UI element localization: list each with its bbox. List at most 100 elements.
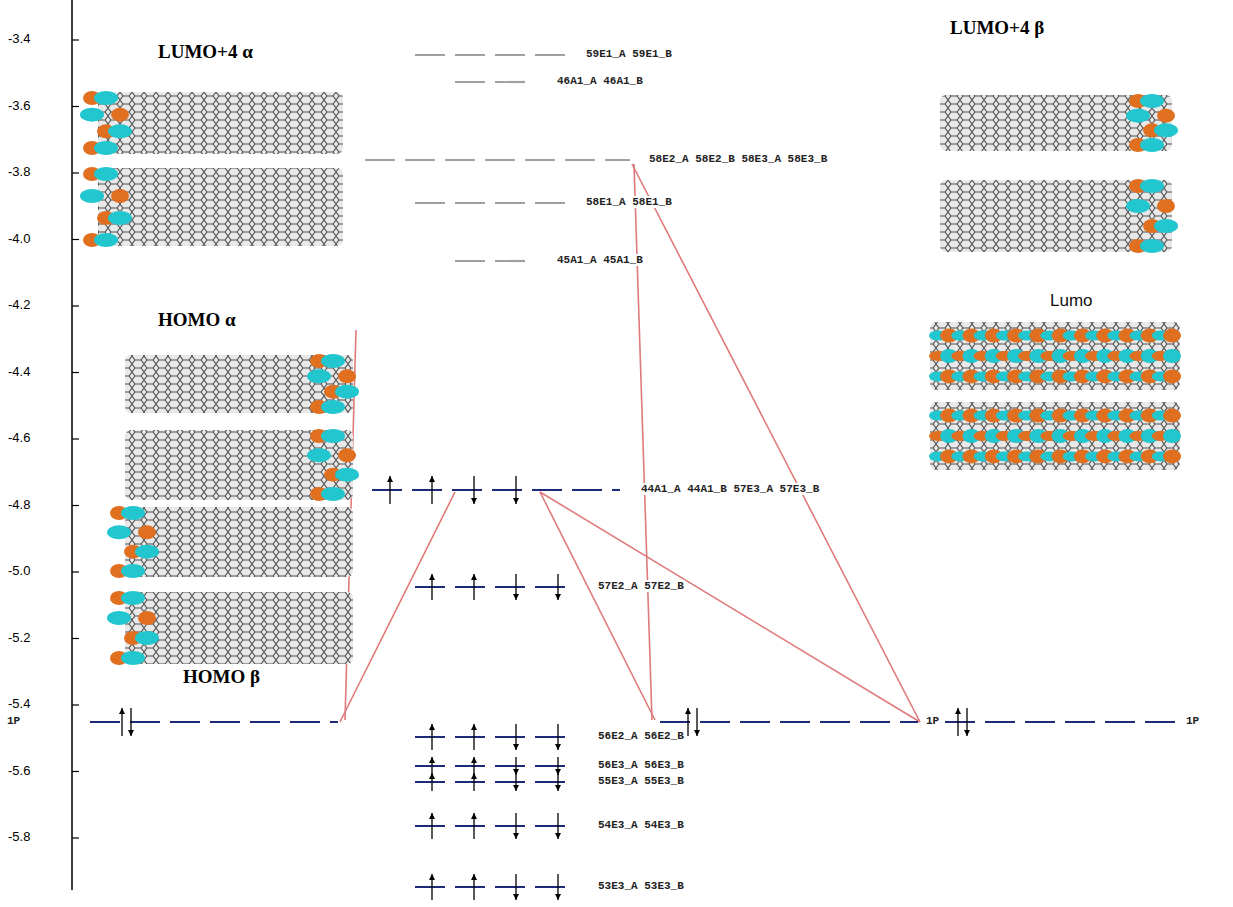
orbital-lobe — [1157, 199, 1175, 213]
axis-ticks — [72, 40, 79, 838]
orbital-lobe — [1157, 109, 1175, 123]
energy-level — [415, 586, 575, 588]
orbital-label: HOMO α — [158, 310, 236, 331]
arrow-head — [555, 833, 561, 839]
nanotube — [940, 95, 1172, 151]
energy-level — [365, 159, 630, 161]
orbital-pictures — [80, 91, 1181, 665]
arrow-head — [694, 730, 700, 736]
axis-tick-label: -5.0 — [8, 564, 30, 578]
arrow-head — [429, 813, 435, 819]
axis-tick-label: -3.6 — [8, 99, 30, 113]
orbital-lobe — [138, 611, 156, 625]
orbital-lobe — [121, 564, 145, 578]
orbital-label: LUMO+4 α — [158, 42, 253, 63]
arrow-head — [128, 730, 134, 736]
level-label: 58E2_A 58E2_B 58E3_A 58E3_B — [648, 153, 828, 165]
orbital-lobe — [1163, 349, 1181, 363]
arrow-head — [429, 773, 435, 779]
level-label: 54E3_A 54E3_B — [597, 819, 685, 831]
level-label: 1P — [1185, 715, 1200, 727]
orbital-lobe — [1140, 138, 1164, 152]
nanotube — [125, 507, 353, 577]
level-label: 45A1_A 45A1_B — [556, 254, 644, 266]
orbital-lobe — [321, 487, 345, 501]
orbital-lobe — [121, 591, 145, 605]
arrow-head — [955, 708, 961, 714]
orbital-lobe — [94, 141, 118, 155]
axis-tick-label: -5.6 — [8, 764, 30, 778]
energy-level — [415, 202, 570, 204]
orbital-lobe — [94, 233, 118, 247]
orbital-label: LUMO+4 β — [950, 18, 1044, 39]
tick-mark — [72, 704, 79, 705]
level-label: 1P — [925, 715, 940, 727]
axis-tick-label: -4.0 — [8, 232, 30, 246]
axis-tick-label: -4.6 — [8, 431, 30, 445]
arrow-head — [429, 574, 435, 580]
orbital-lobe — [1140, 94, 1164, 108]
orbital-label: Lumo — [1050, 292, 1093, 311]
axis-tick-label: -3.4 — [8, 32, 30, 46]
orbital-lobe — [107, 525, 131, 539]
arrow-head — [555, 785, 561, 791]
orbital-lobe — [1163, 429, 1181, 443]
orbital-lobe — [321, 400, 345, 414]
arrow-head — [513, 594, 519, 600]
arrow-head — [429, 476, 435, 482]
energy-level — [372, 489, 620, 491]
orbital-lobe — [135, 631, 159, 645]
arrow-head — [513, 744, 519, 750]
energy-level — [90, 721, 338, 723]
nanotube — [125, 430, 353, 500]
arrow-head — [429, 724, 435, 730]
arrow-head — [513, 833, 519, 839]
axis-tick-label: -3.8 — [8, 165, 30, 179]
nanotube — [930, 402, 1180, 470]
orbital-lobe — [80, 108, 104, 122]
level-label: 46A1_A 46A1_B — [556, 75, 644, 87]
orbital-lobe — [1140, 239, 1164, 253]
axis-tick-label: -4.4 — [8, 365, 30, 379]
arrow-head — [119, 708, 125, 714]
orbital-lobe — [80, 189, 104, 203]
arrow-head — [513, 785, 519, 791]
orbital-lobe — [108, 124, 132, 138]
orbital-lobe — [335, 385, 359, 399]
axis-tick-label: -4.8 — [8, 498, 30, 512]
arrow-head — [471, 773, 477, 779]
level-label: 58E1_A 58E1_B — [585, 196, 673, 208]
energy-level — [415, 825, 575, 827]
orbital-lobe — [338, 448, 356, 462]
correlation-lines — [340, 164, 920, 722]
arrow-head — [513, 498, 519, 504]
orbital-lobe — [1126, 109, 1150, 123]
energy-level — [455, 260, 535, 262]
orbital-lobe — [307, 369, 331, 383]
orbital-lobe — [138, 525, 156, 539]
axis-tick-label: -5.4 — [8, 697, 30, 711]
arrow-head — [471, 757, 477, 763]
tick-mark — [72, 505, 79, 506]
arrow-head — [471, 498, 477, 504]
tick-mark — [72, 39, 79, 40]
axis-tick-label: -5.2 — [8, 631, 30, 645]
orbital-lobe — [1163, 369, 1181, 383]
arrow-head — [555, 744, 561, 750]
orbital-lobe — [1163, 449, 1181, 463]
orbital-lobe — [321, 354, 345, 368]
level-label: 44A1_A 44A1_B 57E3_A 57E3_B — [640, 483, 820, 495]
nanotube — [125, 355, 353, 413]
orbital-lobe — [121, 506, 145, 520]
orbital-lobe — [338, 369, 356, 383]
energy-level — [415, 886, 575, 888]
orbital-lobe — [321, 429, 345, 443]
level-label: 56E2_A 56E2_B — [597, 730, 685, 742]
arrow-head — [685, 708, 691, 714]
nanotube — [940, 180, 1172, 252]
level-label: 56E3_A 56E3_B — [597, 759, 685, 771]
tick-mark — [72, 837, 79, 838]
arrow-head — [471, 724, 477, 730]
energy-level — [415, 781, 575, 783]
orbital-lobe — [108, 211, 132, 225]
